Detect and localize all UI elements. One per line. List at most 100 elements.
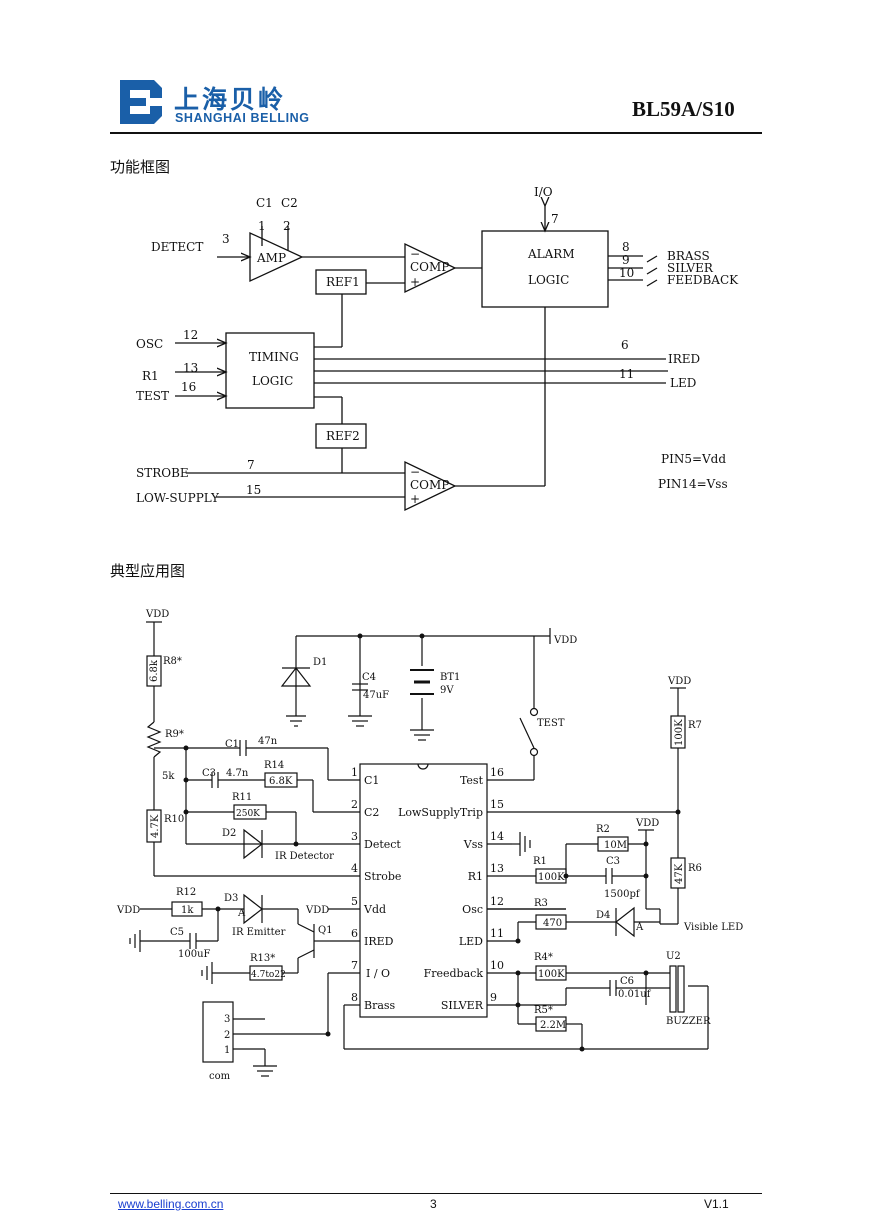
r8-label: R8* [163, 656, 182, 667]
pin5-note: PIN5=Vdd [661, 452, 726, 466]
ir-detector-label: IR Detector [275, 851, 334, 862]
logo-chinese-text: 上海贝岭 [174, 85, 287, 114]
pin-1: 1 [258, 219, 266, 233]
r2-label: R2 [596, 824, 610, 835]
pin-name: Osc [462, 903, 483, 916]
vdd-label: VDD [553, 635, 577, 646]
comparator-2-block [404, 460, 457, 512]
logo-english-text: SHANGHAI BELLING [175, 111, 310, 125]
pin-name: LowSupplyTrip [398, 806, 483, 819]
footer-url-link[interactable]: www.belling.com.cn [118, 1197, 224, 1211]
bt1-label: BT1 [440, 672, 460, 683]
r1-value: 100K [538, 872, 565, 883]
chip-body [359, 763, 488, 1018]
r9-label: R9* [165, 729, 184, 740]
pin-name: C1 [364, 774, 379, 787]
pin-num: 16 [490, 766, 504, 779]
c3b-value: 1500pf [604, 889, 641, 900]
r10-value: 4.7K [150, 814, 161, 838]
silver-label: SILVER [667, 261, 714, 275]
ir-emitter-d3 [243, 893, 263, 925]
pin-name: Strobe [364, 870, 401, 883]
c1-label: C1 [256, 196, 273, 210]
pin-7-io: 7 [551, 212, 559, 226]
visible-led-label: Visible LED [683, 922, 743, 933]
pin-6: 6 [621, 338, 629, 352]
ref2-label: REF2 [326, 429, 360, 443]
c3a-label: C3 [202, 768, 216, 779]
r4-label: R4* [534, 952, 553, 963]
footer-divider [110, 1193, 762, 1194]
c5-label: C5 [170, 927, 184, 938]
pin-7-strobe: 7 [247, 458, 255, 472]
pin-name: Vss [463, 838, 484, 851]
d3-label: D3 [224, 893, 238, 904]
pin-8: 8 [622, 240, 630, 254]
led-label: LED [670, 376, 696, 390]
pin-name: Detect [364, 838, 401, 851]
r14-label: R14 [264, 760, 284, 771]
io-label: I/O [534, 185, 553, 199]
pin-name: LED [459, 935, 483, 948]
ref1-label: REF1 [326, 275, 360, 289]
r11-label: R11 [232, 792, 252, 803]
timing-logic-block [225, 332, 315, 409]
connector-pin-3: 3 [224, 1014, 230, 1025]
pin-num: 3 [351, 830, 358, 843]
r3-label: R3 [534, 898, 548, 909]
vdd-label: VDD [305, 905, 329, 916]
c5-value: 100uF [178, 949, 211, 960]
comp1-plus: + [410, 275, 420, 289]
r8-value: 6.8k [149, 659, 160, 682]
pin-num: 13 [490, 862, 504, 875]
r2-value: 10M [604, 840, 627, 851]
vdd-label: VDD [635, 818, 659, 829]
led-d4 [615, 906, 635, 938]
chip-right-pins: 16 Test 15 LowSupplyTrip 14 Vss 13 R1 12… [398, 766, 504, 1012]
pin14-note: PIN14=Vss [658, 477, 728, 491]
pin-3: 3 [222, 232, 230, 246]
r5-label: R5* [534, 1005, 553, 1016]
pin-name: SILVER [441, 999, 484, 1012]
c1-value: 47n [258, 736, 278, 747]
d4-label: D4 [596, 910, 610, 921]
comp1-minus: − [410, 247, 420, 261]
anode-a-label: A [237, 908, 246, 919]
section-title-block-diagram: 功能框图 [110, 158, 171, 176]
diode-d1 [280, 667, 312, 687]
pin-num: 6 [351, 927, 358, 940]
c6-value: 0.01uf [618, 989, 652, 1000]
version-label: V1.1 [704, 1197, 729, 1211]
d2-label: D2 [222, 828, 236, 839]
pin-num: 5 [351, 895, 358, 908]
pin-num: 10 [490, 959, 504, 972]
timing-logic-label: LOGIC [252, 374, 293, 388]
company-logo [116, 78, 166, 130]
pin-name: Freedback [424, 967, 484, 980]
pin-num: 2 [351, 798, 358, 811]
pin-name: Vdd [363, 903, 386, 916]
pin-num: 4 [351, 862, 358, 875]
pin-2: 2 [283, 219, 291, 233]
buzzer-label: BUZZER [666, 1016, 711, 1027]
pin-name: C2 [364, 806, 379, 819]
pin-num: 15 [490, 798, 504, 811]
pin-10: 10 [619, 266, 634, 280]
comp2-minus: − [410, 465, 420, 479]
c3b-label: C3 [606, 856, 620, 867]
amp-label: AMP [256, 251, 286, 265]
connector [202, 1001, 234, 1063]
header-divider [110, 132, 762, 134]
pin-num: 9 [490, 991, 497, 1004]
ref1-block [315, 269, 367, 295]
pin-16: 16 [181, 380, 196, 394]
connector-com-label: com [209, 1071, 231, 1082]
r13-value: 4.7to22 [251, 970, 286, 980]
d1-label: D1 [313, 657, 327, 668]
test-label: TEST [136, 389, 169, 403]
pin-name: Test [460, 774, 484, 787]
pin-15: 15 [246, 483, 261, 497]
application-schematic: 1 C1 2 C2 3 Detect 4 Strobe 5 Vdd 6 IRED… [116, 609, 743, 1082]
ired-label: IRED [668, 352, 700, 366]
r3-value: 470 [543, 918, 562, 929]
